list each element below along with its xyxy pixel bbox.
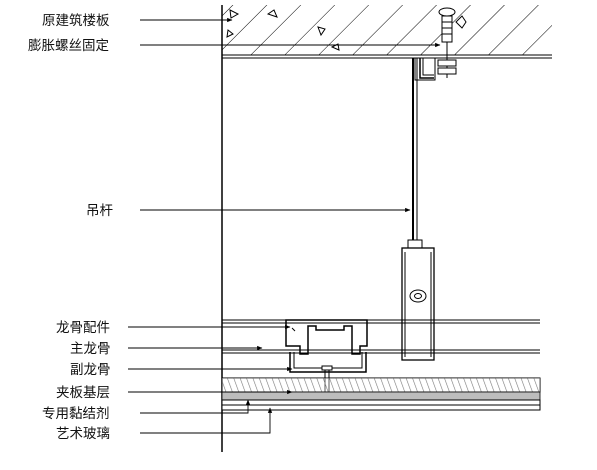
label-plywood: 夹板基层 <box>56 384 110 401</box>
plywood-base <box>221 377 541 393</box>
hanger-rod <box>407 58 423 268</box>
label-fitting: 龙骨配件 <box>56 320 110 336</box>
labels: 原建筑楼板 膨胀螺丝固定 吊杆 龙骨配件 主龙骨 副龙骨 夹板基层 专用黏结剂 … <box>28 13 113 442</box>
expansion-bolt <box>437 7 467 78</box>
hanger-plate <box>401 247 435 361</box>
leader-lines <box>128 17 441 434</box>
label-slab: 原建筑楼板 <box>42 13 110 29</box>
label-bolt: 膨胀螺丝固定 <box>28 38 109 54</box>
keel-fitting <box>285 319 368 355</box>
main-keel <box>222 319 540 354</box>
art-glass <box>221 399 541 411</box>
label-adhesive: 专用黏结剂 <box>42 406 110 422</box>
label-rod: 吊杆 <box>86 203 113 219</box>
adhesive-layer <box>221 391 541 401</box>
label-main-keel: 主龙骨 <box>70 341 111 357</box>
concrete-slab <box>222 5 552 59</box>
label-sub-keel: 副龙骨 <box>70 362 111 378</box>
angle-bracket <box>414 57 436 81</box>
label-glass: 艺术玻璃 <box>56 425 110 442</box>
